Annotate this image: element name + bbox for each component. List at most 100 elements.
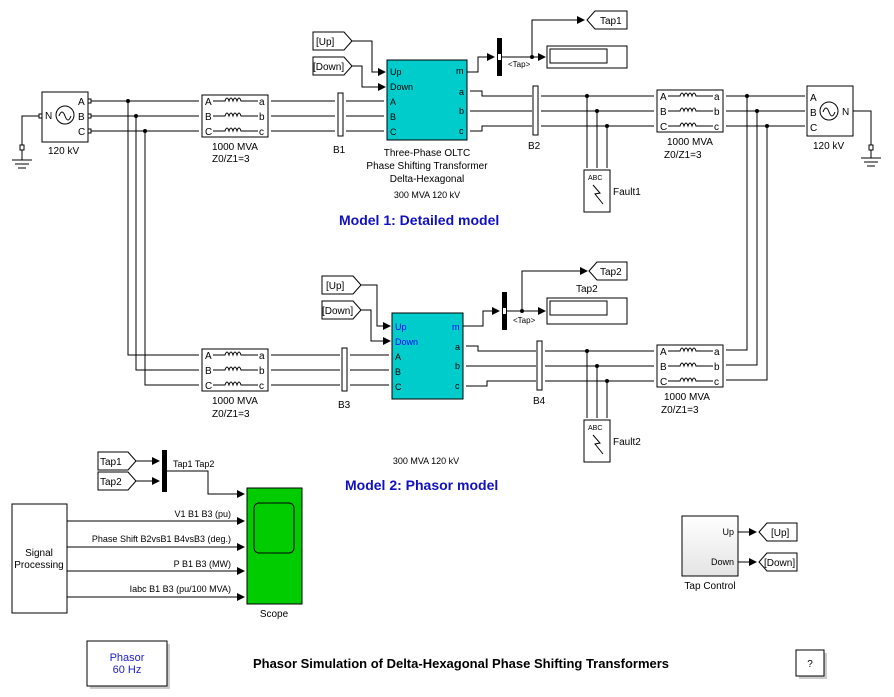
bus-label: B2 bbox=[528, 141, 541, 152]
port-label: Up bbox=[395, 322, 407, 332]
port-label: b bbox=[459, 106, 464, 116]
port-label: c bbox=[455, 381, 460, 391]
port-label: C bbox=[205, 381, 212, 392]
goto-up[interactable]: [Up] bbox=[758, 522, 798, 542]
goto-down[interactable]: [Down] bbox=[758, 552, 798, 572]
sine-icon bbox=[58, 111, 72, 121]
powergui-mode: Phasor bbox=[110, 652, 145, 664]
tag-label: [Up] bbox=[316, 37, 335, 48]
display-label: Tap2 bbox=[576, 284, 598, 295]
signal-label: <Tap> bbox=[513, 316, 536, 325]
port-label: C bbox=[78, 127, 85, 138]
port-label: C bbox=[660, 377, 667, 388]
from-down-model1[interactable]: [Down] bbox=[312, 56, 353, 76]
port-label: C bbox=[660, 122, 667, 133]
signal-label: Iabc B1 B3 (pu/100 MVA) bbox=[130, 584, 231, 594]
powergui-block[interactable]: Phasor 60 Hz bbox=[86, 640, 170, 689]
from-down-model2[interactable]: [Down] bbox=[321, 300, 362, 320]
impedance-left-model2[interactable]: A B C a b c 1000 MVA Z0/Z1=3 bbox=[201, 348, 269, 420]
neutral-label: N bbox=[842, 107, 849, 118]
bus-label: B4 bbox=[533, 396, 546, 407]
tag-label: [Up] bbox=[326, 281, 345, 292]
impedance-ratio: Z0/Z1=3 bbox=[212, 154, 250, 165]
port-label: A bbox=[660, 92, 667, 103]
page-title: Phasor Simulation of Delta-Hexagonal Pha… bbox=[253, 656, 669, 671]
port-label: B bbox=[78, 112, 85, 123]
transformer-rating: 300 MVA 120 kV bbox=[393, 456, 459, 466]
port-label: B bbox=[660, 362, 667, 373]
port-label: b bbox=[714, 362, 720, 373]
help-button[interactable]: ? bbox=[795, 649, 827, 679]
port-label: Up bbox=[390, 67, 402, 77]
port-label: m bbox=[456, 66, 464, 76]
from-tap2[interactable]: Tap2 bbox=[97, 471, 137, 491]
block-label: Tap Control bbox=[684, 581, 735, 592]
port-label: A bbox=[810, 93, 817, 104]
port-label: B bbox=[390, 112, 396, 122]
port-label: B bbox=[205, 112, 212, 123]
port-label: c bbox=[714, 377, 719, 388]
scope-block[interactable]: Scope bbox=[246, 487, 303, 620]
transformer-model2[interactable]: Up Down A B C m a b c bbox=[391, 312, 464, 400]
fault1[interactable]: ABC Fault1 bbox=[583, 169, 641, 213]
mux-bar[interactable] bbox=[162, 450, 167, 492]
port-label: a bbox=[259, 97, 265, 108]
display-model1[interactable] bbox=[546, 45, 628, 69]
port-label: a bbox=[714, 92, 720, 103]
impedance-rating: 1000 MVA bbox=[667, 137, 713, 148]
bus-b2[interactable]: B2 bbox=[528, 85, 541, 152]
signal-label: <Tap> bbox=[508, 60, 531, 69]
source-right-120kv[interactable]: A B C N 120 kV bbox=[806, 85, 854, 152]
fault-label: Fault2 bbox=[613, 437, 641, 448]
impedance-left-model1[interactable]: A B C a b c 1000 MVA Z0/Z1=3 bbox=[201, 94, 269, 165]
impedance-rating: 1000 MVA bbox=[212, 396, 258, 407]
lightning-icon bbox=[592, 434, 604, 455]
source-left-120kv[interactable]: N A B C 120 kV bbox=[41, 91, 89, 157]
port-label: b bbox=[714, 107, 720, 118]
port-label: b bbox=[259, 366, 265, 377]
signal-processing-block[interactable]: Signal Processing bbox=[11, 503, 68, 614]
port-label: A bbox=[205, 97, 212, 108]
port-label: a bbox=[714, 347, 720, 358]
port-label: C bbox=[205, 127, 212, 138]
from-up-model2[interactable]: [Up] bbox=[321, 275, 362, 295]
bus-b3[interactable]: B3 bbox=[338, 347, 351, 411]
fault2[interactable]: ABC Fault2 bbox=[583, 419, 641, 463]
port-label: c bbox=[259, 127, 264, 138]
ground-icon bbox=[861, 150, 881, 167]
bus-b4[interactable]: B4 bbox=[533, 340, 546, 407]
from-tap1[interactable]: Tap1 bbox=[97, 451, 137, 471]
goto-tap1[interactable]: Tap1 bbox=[586, 10, 628, 30]
coil-icon bbox=[668, 92, 713, 128]
from-up-model1[interactable]: [Up] bbox=[312, 31, 353, 51]
impedance-right-model1[interactable]: A B C a b c 1000 MVA Z0/Z1=3 bbox=[656, 89, 724, 161]
port-label: B bbox=[395, 367, 401, 377]
impedance-rating: 1000 MVA bbox=[212, 142, 258, 153]
fault-label: Fault1 bbox=[613, 187, 641, 198]
powergui-frequency: 60 Hz bbox=[113, 664, 142, 676]
tap-control-block[interactable]: Up Down Tap Control bbox=[681, 515, 739, 592]
impedance-ratio: Z0/Z1=3 bbox=[212, 409, 250, 420]
tag-label: [Down] bbox=[322, 306, 353, 317]
transformer-model1[interactable]: Up Down A B C m a b c Three-Phase OLTC P… bbox=[366, 59, 488, 200]
bus-b1[interactable]: B1 bbox=[333, 92, 346, 156]
tag-label: Tap2 bbox=[600, 267, 622, 278]
signal-label: P B1 B3 (MW) bbox=[174, 559, 231, 569]
transformer-name: Phase Shifting Transformer bbox=[366, 161, 488, 172]
port-label: C bbox=[390, 127, 397, 137]
port-label: B bbox=[205, 366, 212, 377]
display-model2[interactable] bbox=[546, 297, 628, 325]
port-label: a bbox=[455, 342, 460, 352]
port-label: B bbox=[810, 108, 817, 119]
scope-label: Scope bbox=[260, 609, 289, 620]
transformer-name: Delta-Hexagonal bbox=[390, 174, 465, 185]
signal-label: V1 B1 B3 (pu) bbox=[174, 509, 231, 519]
tag-label: [Down] bbox=[764, 558, 795, 569]
block-label: Signal bbox=[25, 548, 53, 559]
port-label: A bbox=[390, 97, 396, 107]
goto-tap2[interactable]: Tap2 bbox=[588, 261, 628, 281]
impedance-right-model2[interactable]: A B C a b c 1000 MVA Z0/Z1=3 bbox=[656, 344, 724, 416]
source-label: 120 kV bbox=[813, 141, 844, 152]
signal-label: Tap1 Tap2 bbox=[173, 459, 214, 469]
